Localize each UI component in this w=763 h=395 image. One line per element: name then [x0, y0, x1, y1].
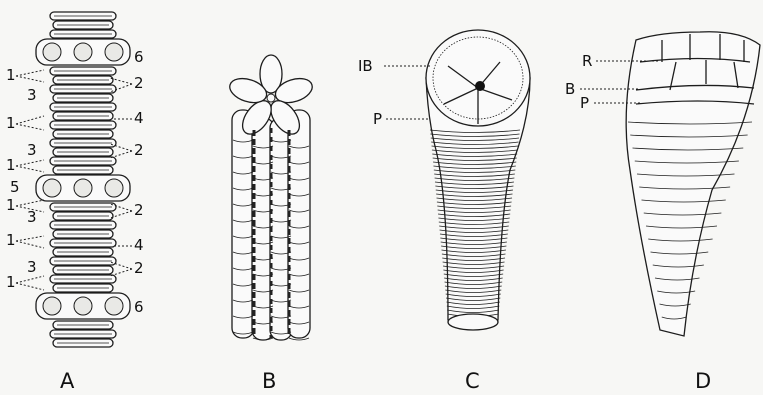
panel-c-label-ib: IB [358, 57, 373, 75]
panel-a-label-1: 1 [6, 196, 16, 214]
panel-c-center [475, 81, 485, 91]
panel-d-label-b: B [565, 80, 575, 98]
panel-a-cirrus-socket [74, 179, 92, 197]
panel-d-caption: D [695, 369, 711, 393]
panel-a-label-4: 4 [134, 109, 144, 127]
panel-d-label-p: P [580, 94, 589, 112]
panel-c-base [448, 314, 498, 330]
panel-a-label-2: 2 [134, 74, 144, 92]
panel-b-column [232, 110, 254, 338]
panel-c-label-p: P [373, 110, 382, 128]
panel-a-cirrus-socket [43, 179, 61, 197]
panel-a-cirrus-socket [105, 179, 123, 197]
panel-a-label-3: 3 [27, 141, 37, 159]
panel-a-label-6: 6 [134, 298, 144, 316]
panel-a-label-1: 1 [6, 114, 16, 132]
panel-a-label-1: 1 [6, 156, 16, 174]
panel-c: IB P C [358, 30, 530, 393]
panel-a-cirrus-socket [105, 297, 123, 315]
panel-b-column [288, 110, 310, 338]
panel-a-cirrus-socket [43, 43, 61, 61]
panel-c-caption: C [465, 369, 480, 393]
panel-a-cirrus-socket [105, 43, 123, 61]
panel-b: B [227, 55, 316, 393]
panel-a-stem [36, 12, 130, 347]
panel-a-label-2: 2 [134, 201, 144, 219]
panel-a-cirrus-socket [43, 297, 61, 315]
panel-a-label-1: 1 [6, 273, 16, 291]
panel-d-label-r: R [582, 52, 592, 70]
panel-a-caption: A [60, 369, 75, 393]
panel-a-label-1: 1 [6, 66, 16, 84]
panel-a-label-1: 1 [6, 231, 16, 249]
panel-a-label-2: 2 [134, 141, 144, 159]
panel-a-label-2: 2 [134, 259, 144, 277]
panel-a-label-6: 6 [134, 48, 144, 66]
panel-a-cirrus-socket [74, 43, 92, 61]
panel-a-label-3: 3 [27, 258, 37, 276]
panel-d-cup [626, 32, 760, 336]
panel-a-label-3: 3 [27, 86, 37, 104]
panel-b-caption: B [262, 369, 276, 393]
panel-d: R B P D [565, 32, 760, 393]
panel-a-label-3: 3 [27, 208, 37, 226]
panel-a-cirrus-socket [74, 297, 92, 315]
panel-a: 1 3 1 3 1 5 1 3 1 3 1 6 2 4 2 2 4 2 6 [6, 12, 144, 393]
panel-a-label-5: 5 [10, 178, 20, 196]
panel-a-label-4: 4 [134, 236, 144, 254]
